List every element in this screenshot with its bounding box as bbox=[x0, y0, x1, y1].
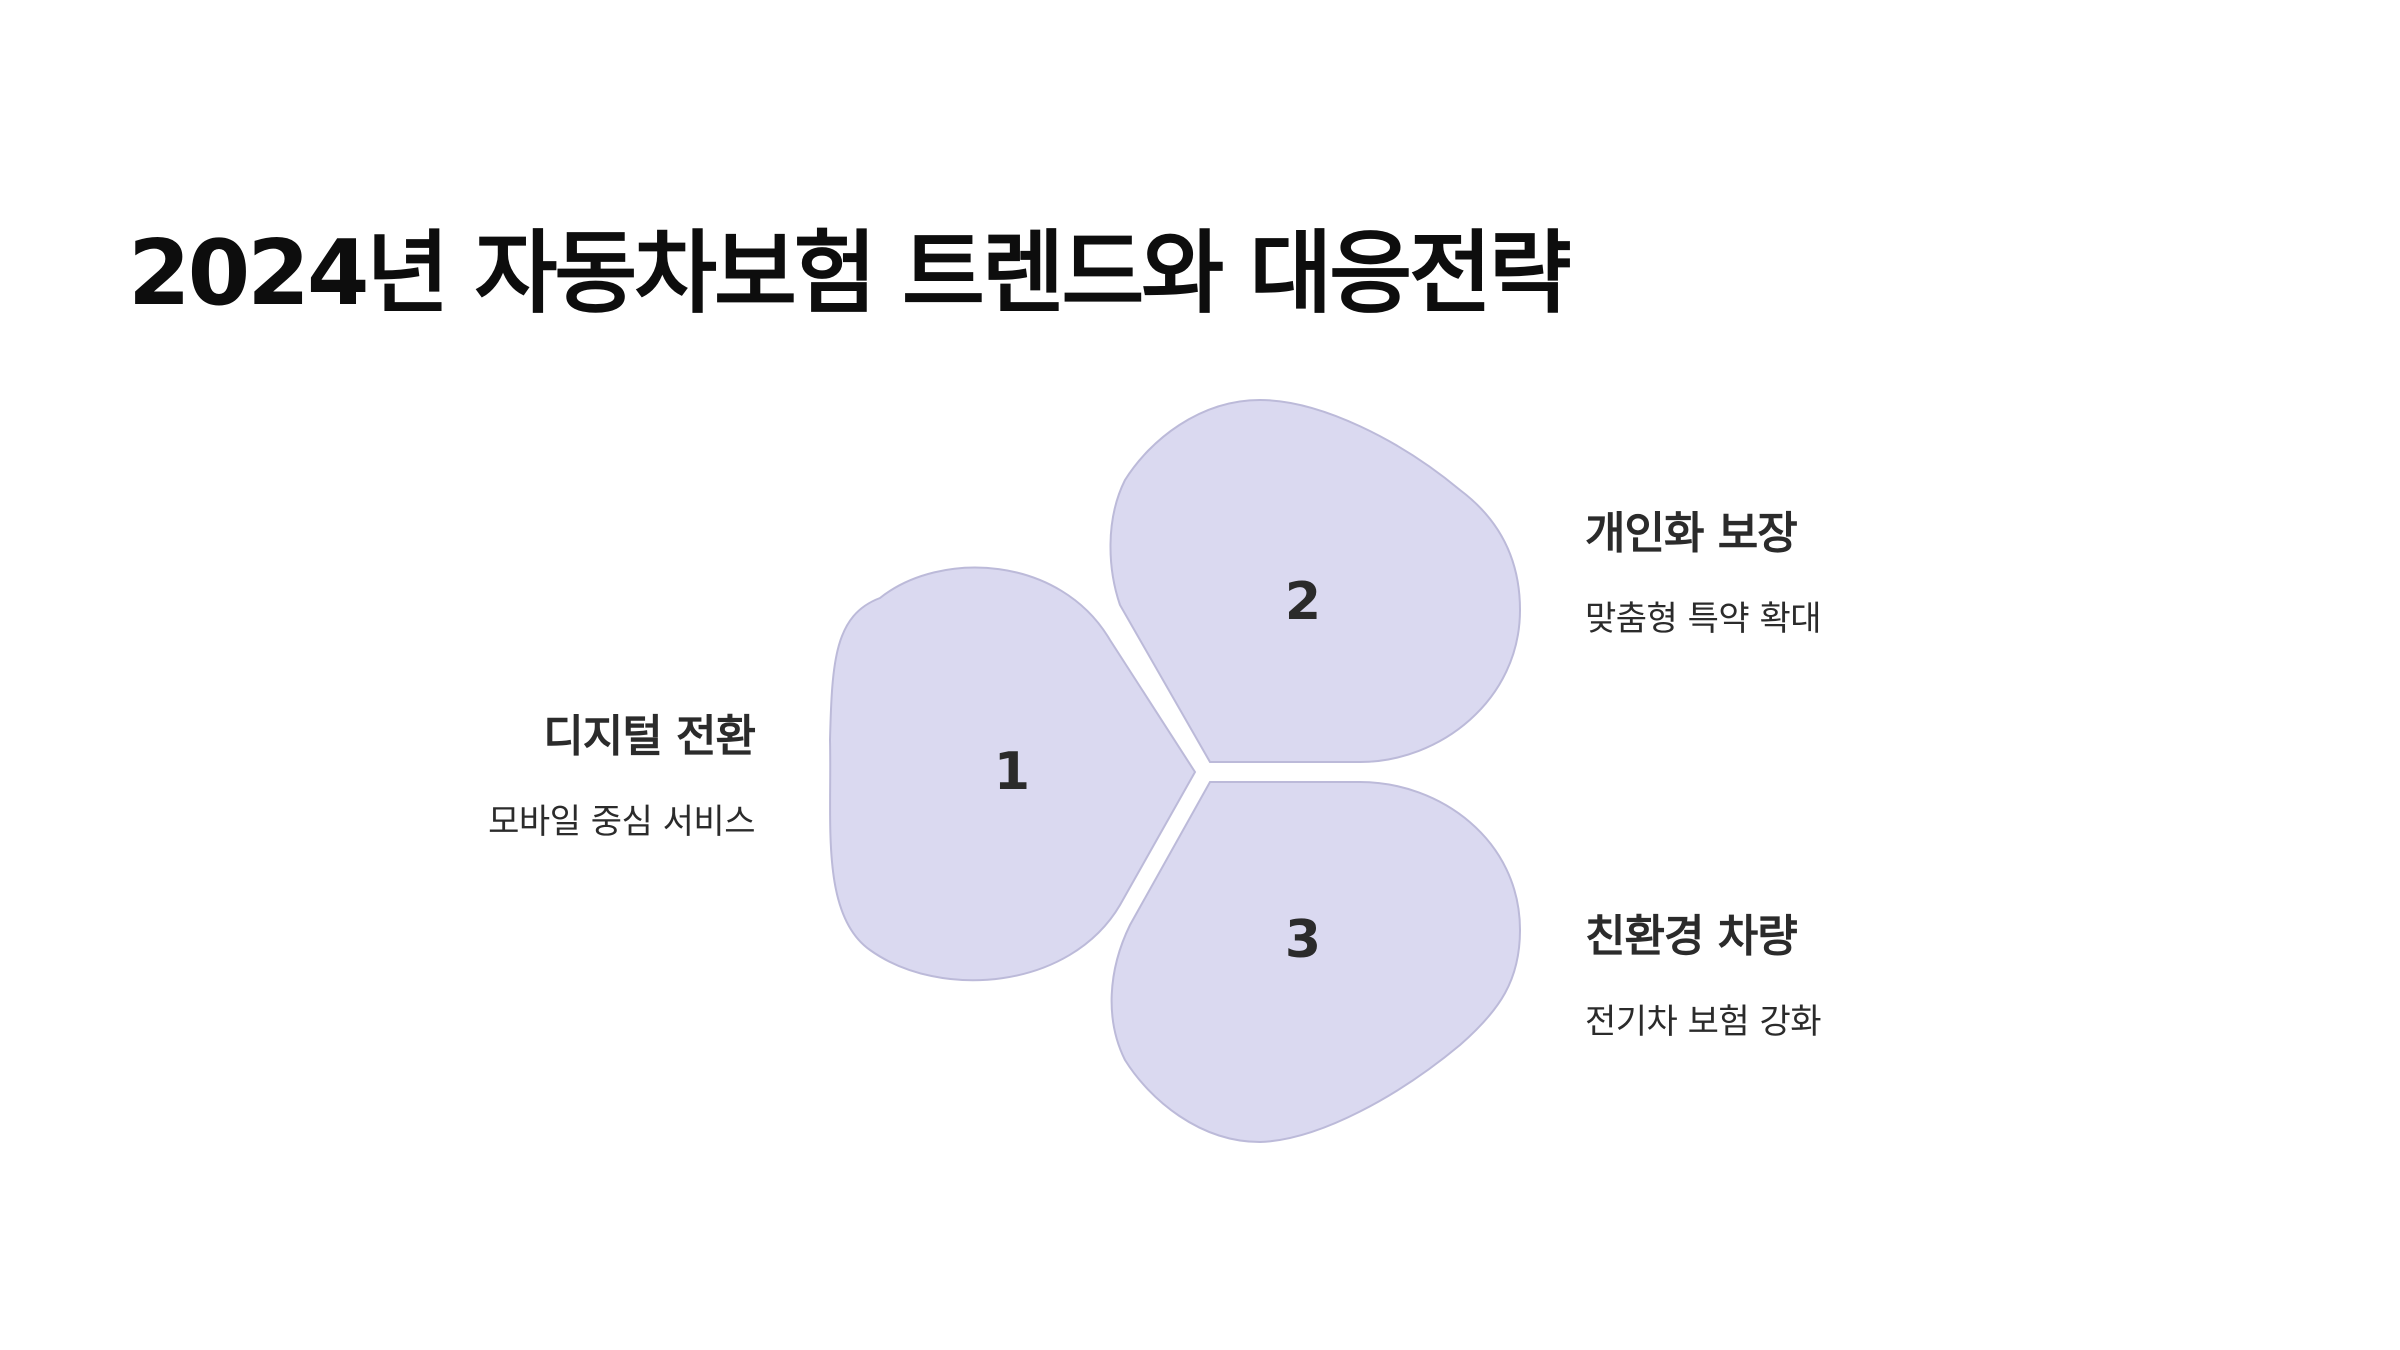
petal-1-number: 1 bbox=[994, 742, 1030, 802]
petal-1 bbox=[828, 566, 1197, 982]
petal-3-number: 3 bbox=[1285, 910, 1321, 970]
label-digital-transformation: 디지털 전환 모바일 중심 서비스 bbox=[488, 700, 756, 843]
label-eco-friendly-vehicles: 친환경 차량 전기차 보험 강화 bbox=[1585, 900, 1822, 1043]
petal-2-number: 2 bbox=[1285, 572, 1321, 632]
item-2-title: 개인화 보장 bbox=[1585, 508, 1798, 559]
item-3-title: 친환경 차량 bbox=[1585, 911, 1798, 962]
item-3-description: 전기차 보험 강화 bbox=[1585, 1002, 1822, 1042]
item-1-description: 모바일 중심 서비스 bbox=[488, 802, 755, 842]
page-title: 2024년 자동차보험 트렌드와 대응전략 bbox=[128, 221, 1572, 326]
item-2-description: 맞춤형 특약 확대 bbox=[1585, 599, 1822, 639]
item-1-title: 디지털 전환 bbox=[543, 711, 756, 762]
label-personalized-coverage: 개인화 보장 맞춤형 특약 확대 bbox=[1585, 497, 1822, 640]
petal-3 bbox=[1110, 781, 1522, 1144]
petal-2 bbox=[1109, 398, 1522, 763]
